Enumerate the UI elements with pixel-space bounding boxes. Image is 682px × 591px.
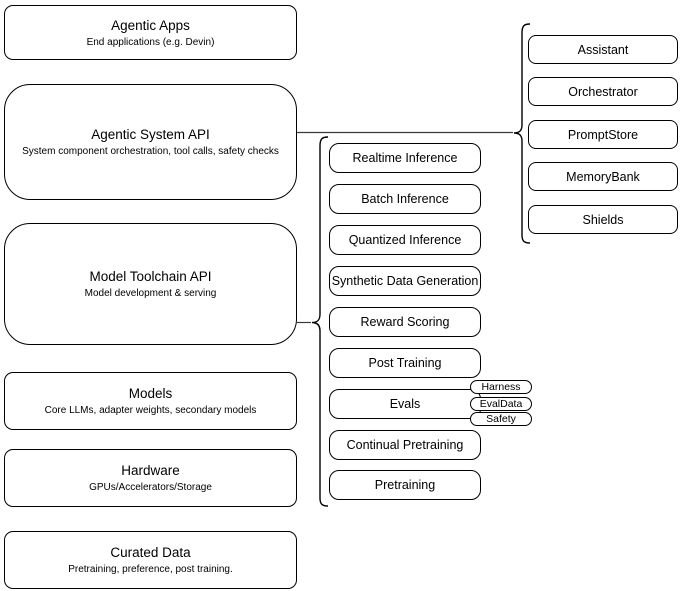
node-agentic-apps: Agentic Apps End applications (e.g. Devi…	[4, 5, 297, 60]
node-memorybank: MemoryBank	[528, 162, 678, 191]
node-eval-tag-safety: Safety	[470, 412, 532, 426]
node-title: Curated Data	[110, 545, 191, 560]
node-title: Model Toolchain API	[89, 269, 212, 284]
node-hardware: Hardware GPUs/Accelerators/Storage	[4, 449, 297, 507]
node-evals: Evals	[329, 389, 481, 419]
node-subtitle: System component orchestration, tool cal…	[22, 146, 279, 157]
node-curated-data: Curated Data Pretraining, preference, po…	[4, 531, 297, 589]
system-group-brace	[513, 23, 531, 244]
node-shields: Shields	[528, 205, 678, 234]
node-continual-pretraining: Continual Pretraining	[329, 430, 481, 460]
node-synthetic-data-generation: Synthetic Data Generation	[329, 266, 481, 296]
node-subtitle: Core LLMs, adapter weights, secondary mo…	[44, 405, 257, 416]
toolchain-group-brace	[311, 136, 329, 507]
node-title: Agentic System API	[91, 127, 210, 142]
node-pretraining: Pretraining	[329, 470, 481, 500]
node-eval-tag-harness: Harness	[470, 380, 532, 394]
node-promptstore: PromptStore	[528, 120, 678, 149]
node-eval-tag-evaldata: EvalData	[470, 397, 532, 411]
node-title: Hardware	[121, 463, 180, 478]
node-models: Models Core LLMs, adapter weights, secon…	[4, 372, 297, 430]
node-subtitle: Pretraining, preference, post training.	[68, 564, 233, 575]
node-realtime-inference: Realtime Inference	[329, 143, 481, 173]
node-assistant: Assistant	[528, 35, 678, 64]
node-title: Models	[128, 386, 173, 401]
node-reward-scoring: Reward Scoring	[329, 307, 481, 337]
node-post-training: Post Training	[329, 348, 481, 378]
node-orchestrator: Orchestrator	[528, 77, 678, 106]
node-quantized-inference: Quantized Inference	[329, 225, 481, 255]
node-agentic-system-api: Agentic System API System component orch…	[4, 84, 297, 200]
node-subtitle: GPUs/Accelerators/Storage	[89, 482, 212, 493]
node-title: Agentic Apps	[111, 17, 190, 33]
node-subtitle: Model development & serving	[84, 288, 217, 299]
node-batch-inference: Batch Inference	[329, 184, 481, 214]
node-subtitle: End applications (e.g. Devin)	[86, 36, 215, 48]
node-model-toolchain-api: Model Toolchain API Model development & …	[4, 223, 297, 345]
